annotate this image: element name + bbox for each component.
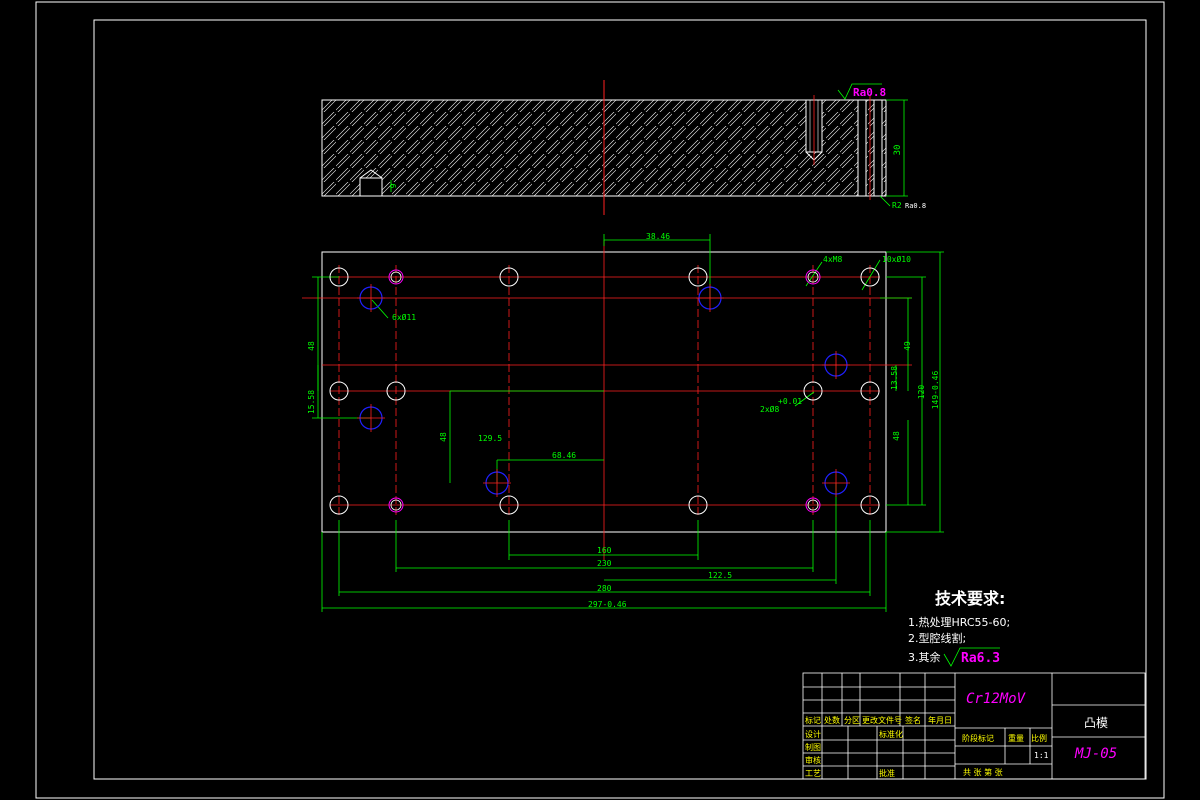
dim-text-note-holes1: 6xØ11 [392, 312, 416, 322]
dim-text-dim-230: 230 [597, 559, 612, 568]
roughness-bottom: Ra0.8 [905, 202, 926, 210]
hole [499, 267, 519, 287]
dim-text-note-thread: 4xM8 [823, 255, 842, 264]
part-name-text: 凸模 [1084, 716, 1108, 730]
pin-hole [388, 497, 404, 513]
roughness-top: Ra0.8 [853, 86, 886, 99]
dim-text-note-holes2: 10xØ10 [882, 254, 911, 264]
plan-view: 38.46 68.46 129.5 48 160 230 122.5 280 297-0.46 4… [302, 232, 944, 612]
dim-text-dim-48-mid: 48 [439, 432, 448, 442]
pin-hole [805, 269, 821, 285]
pin-hole-inner [807, 499, 819, 511]
drawing-no-text: MJ-05 [1074, 746, 1117, 762]
dim-text-dim-overall-w: 297-0.46 [588, 600, 627, 609]
hole [860, 495, 880, 515]
dim-text-dim-68: 68.46 [552, 451, 576, 460]
hole [499, 495, 519, 515]
label-approve: 批准 [879, 768, 895, 778]
dim-text-note-pins: 2xØ8 [760, 404, 779, 414]
hole [688, 267, 708, 287]
label-date: 年月日 [928, 715, 952, 725]
label-design: 设计 [805, 729, 821, 739]
label-check: 审核 [805, 755, 821, 765]
label-weight: 重量 [1008, 733, 1024, 743]
dim-text-dim-129: 129.5 [478, 434, 502, 443]
pin-hole-inner [390, 499, 402, 511]
outer-border [35, 1, 1165, 799]
dim-text-dim-120: 120 [917, 385, 926, 400]
dim-text-dim-49-right: 49 [903, 341, 912, 351]
hole [329, 381, 349, 401]
dim-text-dim-48-left: 48 [307, 341, 316, 351]
label-drafting: 制图 [805, 742, 821, 752]
dim-text-dim-160: 160 [597, 546, 612, 555]
dimension-line [794, 391, 815, 407]
material-text: Cr12MoV [966, 691, 1027, 707]
section-view: 30 9 Ra0.8 R2 Ra0.8 [321, 80, 926, 215]
dim-text-dim-overall-h: 149-0.46 [931, 371, 940, 410]
label-count: 处数 [824, 715, 840, 725]
dim-text-dim-top: 38.46 [646, 232, 670, 241]
title-block-text: Cr12MoV 凸模 MJ-05 1:1 标记 处数 分区 更改文件号 签名 年… [805, 691, 1117, 778]
hole [803, 381, 823, 401]
tech-requirements: 技术要求: 1.热处理HRC55-60; 2.型腔线割; 3.其余 Ra6.3 [908, 589, 1010, 667]
dim-text-note-tol: +0.01 [778, 397, 802, 406]
label-change-doc: 更改文件号 [862, 715, 902, 725]
label-standardize: 标准化 [879, 729, 903, 739]
hole [688, 495, 708, 515]
dim-text-dim-280: 280 [597, 584, 612, 593]
radius-note: R2 [892, 201, 902, 210]
scale-text: 1:1 [1034, 751, 1049, 760]
dim-text-dim-48-right: 48 [892, 431, 901, 441]
hole [329, 267, 349, 287]
dim-text-dim-15-left: 15.58 [307, 390, 316, 414]
title-block [802, 672, 1146, 780]
hole [860, 267, 880, 287]
label-zone: 分区 [844, 716, 860, 725]
tech-item-3: 3.其余 [908, 650, 941, 664]
inner-border [93, 19, 1147, 780]
tech-roughness: Ra6.3 [961, 651, 1000, 666]
hole [860, 381, 880, 401]
tech-item-2: 2.型腔线割; [908, 631, 966, 645]
hole [386, 381, 406, 401]
tech-item-1: 1.热处理HRC55-60; [908, 616, 1010, 629]
label-sign: 签名 [905, 715, 921, 725]
label-process: 工艺 [805, 769, 821, 778]
tech-title: 技术要求: [935, 589, 1005, 608]
pin-hole-inner [390, 271, 402, 283]
pin-hole-inner [807, 271, 819, 283]
hole [329, 495, 349, 515]
pin-hole [805, 497, 821, 513]
label-scale: 比例 [1031, 733, 1047, 743]
section-small-dim: 9 [389, 183, 398, 188]
label-mark: 标记 [805, 715, 821, 725]
label-sheets: 共 张 第 张 [963, 767, 1003, 777]
section-height-dim: 30 [893, 145, 903, 156]
dim-text-dim-13-right: 13.58 [890, 366, 899, 390]
dimension-line [371, 299, 389, 319]
label-stage-mark: 阶段标记 [962, 733, 994, 743]
dim-text-dim-122: 122.5 [708, 571, 732, 580]
pin-hole [388, 269, 404, 285]
